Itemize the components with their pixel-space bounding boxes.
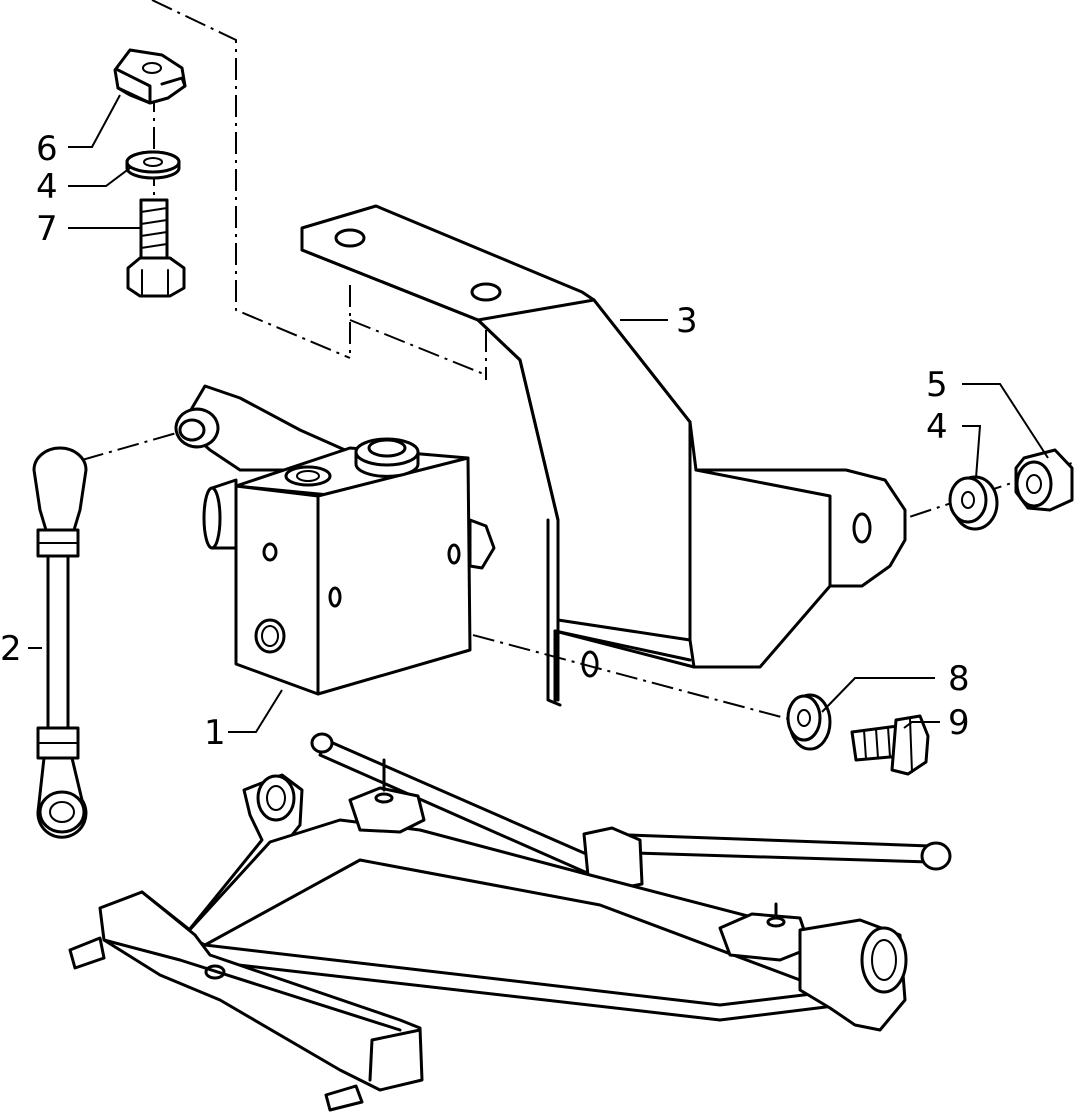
callout-labels: 6 4 7 2 1 3 5 4 8 9 bbox=[0, 129, 970, 753]
leader-lines bbox=[28, 94, 1049, 733]
callout-1: 1 bbox=[204, 713, 226, 753]
rear-axle-frame bbox=[68, 732, 952, 1112]
washer-part-4-right bbox=[948, 475, 999, 531]
callout-4-right: 4 bbox=[926, 407, 948, 447]
callout-5: 5 bbox=[926, 365, 948, 405]
valve-block-part-1 bbox=[174, 384, 496, 696]
link-rod-part-2 bbox=[32, 446, 88, 839]
callout-4-top: 4 bbox=[36, 167, 58, 207]
washer-part-4-top bbox=[125, 150, 181, 180]
bolt-part-9 bbox=[850, 714, 930, 776]
callout-6: 6 bbox=[36, 129, 58, 169]
callout-7: 7 bbox=[36, 209, 58, 249]
callout-8: 8 bbox=[948, 659, 970, 699]
nut-part-5 bbox=[1014, 448, 1074, 512]
callout-3: 3 bbox=[676, 301, 698, 341]
washer-part-8 bbox=[786, 693, 832, 751]
callout-2: 2 bbox=[0, 629, 22, 669]
callout-9: 9 bbox=[948, 703, 970, 743]
bracket-part-3 bbox=[300, 204, 907, 707]
clip-nut-part-6 bbox=[113, 48, 187, 105]
bolt-part-7 bbox=[126, 198, 186, 298]
